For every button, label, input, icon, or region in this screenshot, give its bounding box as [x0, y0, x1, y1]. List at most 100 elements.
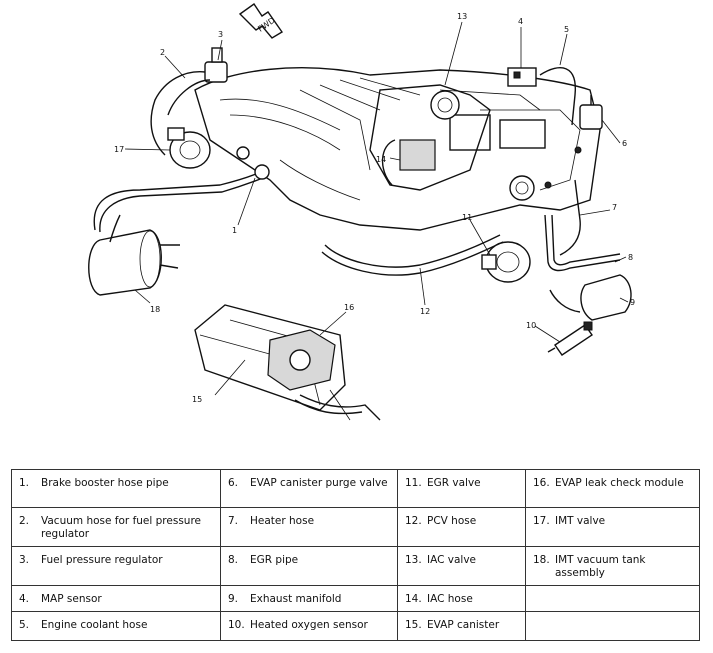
legend-cell: 15. EVAP canister — [397, 611, 526, 641]
legend-number: 8. — [228, 554, 239, 566]
legend-label: Vacuum hose for fuel pressure regulator — [41, 515, 201, 540]
legend-cell: 1. Brake booster hose pipe — [11, 469, 221, 508]
callout-3: 3 — [218, 30, 223, 39]
legend-cell: 6. EVAP canister purge valve — [220, 469, 398, 508]
legend-cell: 8. EGR pipe — [220, 546, 398, 586]
heated-oxygen-sensor — [547, 321, 593, 356]
legend-cell: 17. IMT valve — [525, 507, 700, 547]
legend-row: 3. Fuel pressure regulator 8. EGR pipe 13.… — [11, 546, 700, 586]
legend-label: PCV hose — [427, 515, 477, 527]
legend-label: IAC valve — [427, 554, 477, 566]
throttle-body — [369, 84, 491, 191]
callout-4: 4 — [518, 17, 523, 26]
leader-lines — [124, 21, 629, 396]
brake-booster-hose — [93, 146, 270, 233]
egr-pipe — [544, 214, 621, 272]
legend-number: 6. — [228, 477, 239, 489]
legend-cell: 9. Exhaust manifold — [220, 585, 398, 612]
legend-number: 14. — [405, 593, 422, 605]
legend-row: 1. Brake booster hose pipe 6. EVAP caniste… — [11, 469, 700, 508]
callout-2: 2 — [160, 48, 165, 57]
legend-cell: 7. Heater hose — [220, 507, 398, 547]
legend-number: 1. — [19, 477, 30, 489]
callout-15: 15 — [192, 395, 202, 404]
callout-18: 18 — [150, 305, 160, 314]
legend-number: 13. — [405, 554, 422, 566]
legend-cell: 18. IMT vacuum tank assembly — [525, 546, 700, 586]
legend-row: 5. Engine coolant hose 10. Heated oxygen s… — [11, 611, 700, 641]
legend-cell: 5. Engine coolant hose — [11, 611, 221, 641]
legend-row: 4. MAP sensor 9. Exhaust manifold 14. IAC h… — [11, 585, 700, 612]
callout-10: 10 — [526, 321, 536, 330]
legend-cell: 14. IAC hose — [397, 585, 526, 612]
legend-cell: 11. EGR valve — [397, 469, 526, 508]
legend-cell: 16. EVAP leak check module — [525, 469, 700, 508]
engine-vacuum-diagram: FWD — [88, 3, 635, 421]
legend-number: 4. — [19, 593, 30, 605]
heater-hose — [559, 179, 581, 256]
legend-label: Heater hose — [250, 515, 315, 527]
legend-number: 5. — [19, 619, 30, 631]
evap-purge-valve — [579, 95, 603, 130]
map-sensor — [507, 67, 537, 87]
callout-7: 7 — [612, 203, 617, 212]
legend-cell: 3. Fuel pressure regulator — [11, 546, 221, 586]
fuel-pressure-regulator — [150, 47, 228, 156]
intake-manifold — [194, 67, 601, 231]
egr-valve — [481, 241, 531, 283]
legend-label: Exhaust manifold — [250, 593, 342, 605]
legend-cell: 12. PCV hose — [397, 507, 526, 547]
legend-number: 12. — [405, 515, 422, 527]
engine-coolant-hose — [539, 67, 576, 126]
legend-label: EVAP canister — [427, 619, 500, 631]
callout-14: 14 — [376, 155, 386, 164]
legend-label: IMT vacuum tank assembly — [555, 554, 646, 579]
legend-cell — [525, 611, 700, 641]
legend-row: 2. Vacuum hose for fuel pressure regulato… — [11, 507, 700, 547]
legend-cell: 4. MAP sensor — [11, 585, 221, 612]
legend-number: 17. — [533, 515, 550, 527]
legend-label: Fuel pressure regulator — [41, 554, 163, 566]
callout-13: 13 — [457, 12, 467, 21]
legend-number: 2. — [19, 515, 30, 527]
legend-label: EVAP canister purge valve — [250, 477, 388, 489]
callout-16: 16 — [344, 303, 354, 312]
callout-11: 11 — [462, 213, 472, 222]
legend-cell: 13. IAC valve — [397, 546, 526, 586]
legend-number: 11. — [405, 477, 422, 489]
legend-label: EGR valve — [427, 477, 481, 489]
callout-labels: 1 2 3 4 5 6 7 8 9 10 11 12 13 14 15 16 1… — [114, 12, 635, 404]
legend-number: 7. — [228, 515, 239, 527]
callout-17: 17 — [114, 145, 124, 154]
legend-label: Engine coolant hose — [41, 619, 148, 631]
legend-label: EVAP leak check module — [555, 477, 684, 489]
evap-leak-check-module — [267, 329, 336, 391]
legend-label: EGR pipe — [250, 554, 299, 566]
callout-12: 12 — [420, 307, 430, 316]
legend-cell: 10. Heated oxygen sensor — [220, 611, 398, 641]
legend-number: 3. — [19, 554, 30, 566]
legend-cell: 2. Vacuum hose for fuel pressure regulato… — [11, 507, 221, 547]
callout-5: 5 — [564, 25, 569, 34]
imt-vacuum-tank — [88, 214, 180, 296]
imt-valve — [167, 127, 211, 169]
legend-label: MAP sensor — [41, 593, 102, 605]
legend-label: Brake booster hose pipe — [41, 477, 169, 489]
callout-9: 9 — [630, 298, 635, 307]
legend-label: IAC hose — [427, 593, 473, 605]
legend-number: 16. — [533, 477, 550, 489]
fwd-arrow: FWD — [238, 3, 284, 39]
legend-label: Heated oxygen sensor — [250, 619, 368, 631]
legend-number: 18. — [533, 554, 550, 566]
legend-label: IMT valve — [555, 515, 606, 527]
legend-number: 9. — [228, 593, 239, 605]
legend-number: 10. — [228, 619, 245, 631]
exhaust-manifold — [549, 274, 632, 321]
callout-1: 1 — [232, 226, 237, 235]
callout-8: 8 — [628, 253, 633, 262]
callout-6: 6 — [622, 139, 627, 148]
parts-legend-table: 1. Brake booster hose pipe 6. EVAP caniste… — [11, 469, 700, 641]
legend-cell — [525, 585, 700, 612]
pcv-hose — [321, 234, 504, 276]
legend-number: 15. — [405, 619, 422, 631]
